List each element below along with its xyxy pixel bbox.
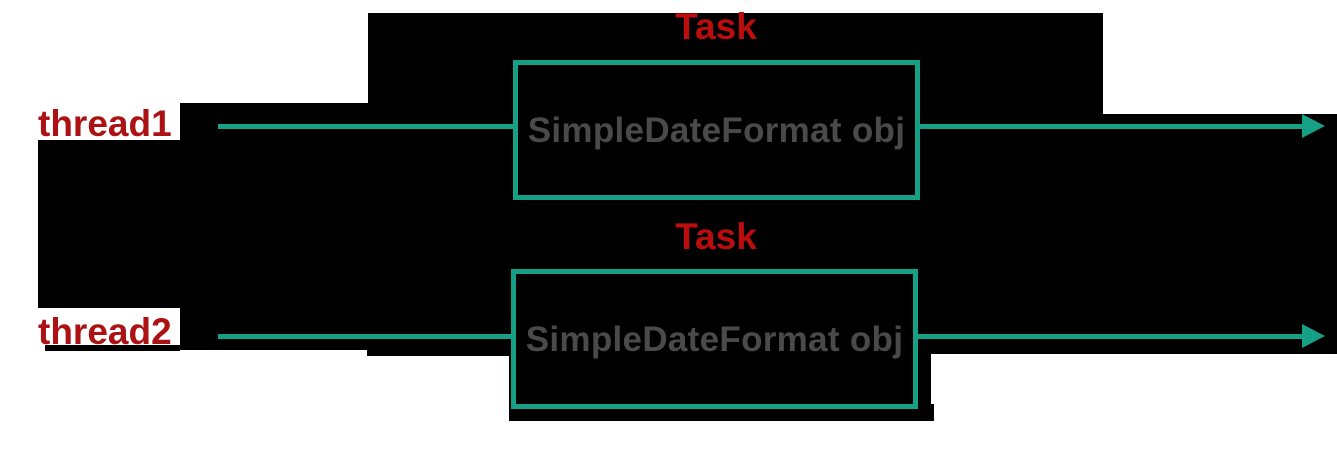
background-block-step [367, 350, 509, 356]
arrow1-line-right-segment [915, 124, 1307, 129]
arrow2-line-left-segment [218, 334, 516, 339]
box1-label: SimpleDateFormat obj [527, 110, 906, 150]
task-label-row1: Task [675, 6, 757, 47]
background-block-right-foot [918, 350, 931, 408]
background-block-far-right [1103, 114, 1337, 354]
thread2-label: thread2 [38, 311, 172, 352]
background-block-left-middle [180, 103, 509, 350]
task-label-row2: Task [675, 216, 757, 257]
background-block-right [918, 13, 1103, 354]
arrow1-head-icon [1302, 114, 1325, 138]
task-box-row1: SimpleDateFormat obj [513, 60, 920, 200]
thread1-label: thread1 [38, 103, 172, 144]
background-block-left-column [38, 140, 180, 308]
box2-label: SimpleDateFormat obj [525, 319, 904, 359]
arrow1-line-left-segment [218, 124, 516, 129]
arrow2-line-right-segment [915, 334, 1307, 339]
task-box-row2: SimpleDateFormat obj [511, 269, 918, 409]
background-block-under-thread2 [45, 345, 180, 351]
arrow2-head-icon [1302, 324, 1325, 348]
